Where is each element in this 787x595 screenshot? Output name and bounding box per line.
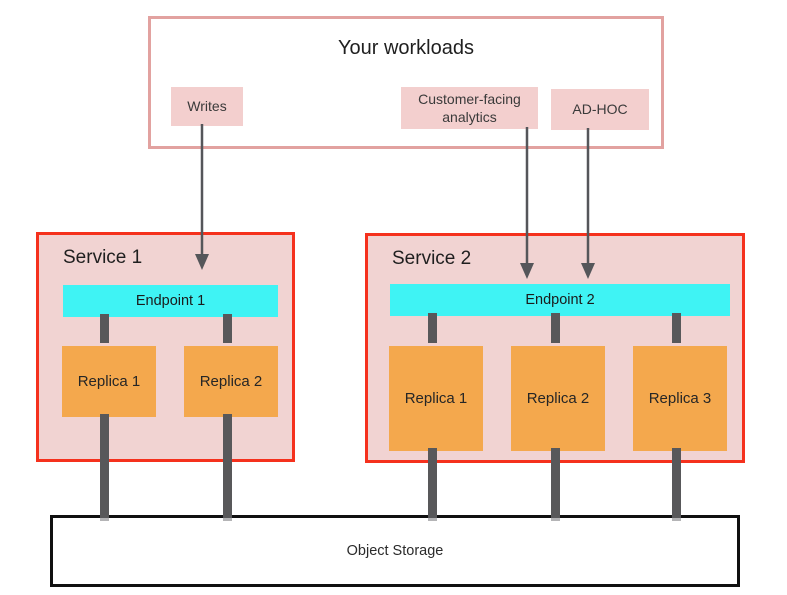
service-2-box: Service 2 Endpoint 2 Replica 1 Replica 2… [365,233,745,463]
workload-item-ad-hoc: AD-HOC [551,89,649,130]
workloads-title: Your workloads [337,37,474,59]
service-2-replica-3: Replica 3 [633,346,727,451]
endpoint-1-bar: Endpoint 1 [63,285,278,317]
connector-endpoint1-replica1 [100,314,109,343]
connector-endpoint2-replica3 [672,313,681,343]
object-storage-label: Object Storage [346,543,444,559]
connector-s2-replica3-storage [672,448,681,518]
service-2-title: Service 2 [392,248,472,269]
connector-endpoint1-replica2 [223,314,232,343]
service-1-replica-2: Replica 2 [184,346,278,417]
connector-endpoint2-replica1 [428,313,437,343]
connector-s1-replica1-storage [100,414,109,518]
service-2-replica-1: Replica 1 [389,346,483,451]
connector-s2-replica1-storage [428,448,437,518]
connector-stub-2 [223,518,232,521]
connector-stub-1 [100,518,109,521]
workloads-box: Your workloads Writes Customer-facing an… [148,16,664,149]
workload-item-writes: Writes [171,87,243,126]
connector-s1-replica2-storage [223,414,232,518]
object-storage-box: Object Storage [50,515,740,587]
service-2-replica-2: Replica 2 [511,346,605,451]
service-1-box: Service 1 Endpoint 1 Replica 1 Replica 2 [36,232,295,462]
endpoint-2-bar: Endpoint 2 [390,284,730,316]
service-1-title: Service 1 [63,247,143,268]
connector-stub-4 [551,518,560,521]
service-1-replica-1: Replica 1 [62,346,156,417]
connector-stub-5 [672,518,681,521]
connector-s2-replica2-storage [551,448,560,518]
workload-item-customer-facing-analytics: Customer-facing analytics [401,87,538,129]
connector-endpoint2-replica2 [551,313,560,343]
connector-stub-3 [428,518,437,521]
